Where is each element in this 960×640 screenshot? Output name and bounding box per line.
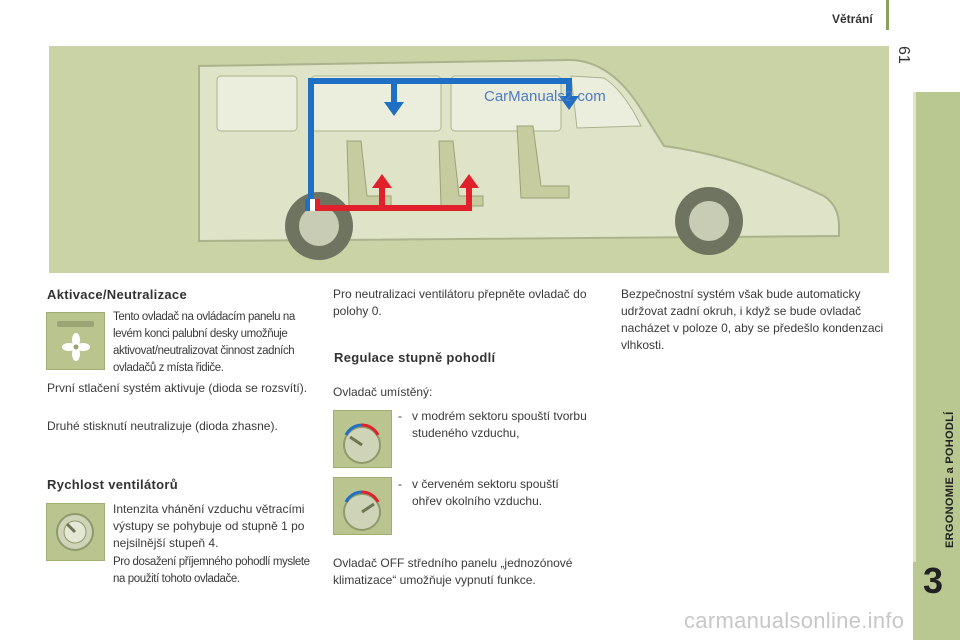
chapter-number: 3 bbox=[922, 560, 944, 601]
chapter-sidebar bbox=[913, 92, 960, 640]
cold-dial-image bbox=[333, 410, 392, 468]
neutralize-fan-text: Pro neutralizaci ventilátoru přepněte ov… bbox=[333, 287, 587, 318]
heading-fan-speed: Rychlost ventilátorů bbox=[47, 477, 178, 492]
temperature-dial-icon bbox=[343, 423, 381, 464]
safety-system-text: Bezpečnostní systém však bude automatick… bbox=[621, 287, 884, 352]
control-position-text: Ovladač umístěný: bbox=[333, 385, 433, 399]
knob-icon bbox=[56, 513, 94, 551]
fan-speed-tip: Pro dosažení příjemného pohodlí myslete … bbox=[113, 556, 310, 585]
seat-front bbox=[516, 125, 570, 199]
cold-air-duct bbox=[308, 78, 572, 204]
van-illustration bbox=[49, 46, 889, 273]
hot-sector-text: v červeném sektoru spouští ohřev okolníh… bbox=[412, 477, 559, 508]
fan-button-image bbox=[46, 312, 105, 370]
fan-icon bbox=[57, 321, 94, 361]
cold-sector-text: v modrém sektoru spouští tvorbu studenéh… bbox=[412, 409, 587, 440]
sidebar-stripe bbox=[913, 92, 916, 562]
hero-watermark: CarManuals2.com bbox=[484, 88, 606, 105]
chapter-label: ERGONOMIE a POHODLÍ bbox=[944, 411, 956, 549]
hot-air-duct bbox=[319, 186, 472, 211]
bullet-marker-2: - bbox=[398, 477, 402, 491]
off-control-text: Ovladač OFF středního panelu „jednozónov… bbox=[333, 556, 573, 587]
activation-first-press: První stlačení systém aktivuje (dioda se… bbox=[47, 381, 308, 395]
page-header-title: Větrání bbox=[832, 12, 873, 26]
temperature-dial-icon bbox=[343, 490, 381, 531]
bullet-marker-1: - bbox=[398, 409, 402, 423]
activation-second-press: Druhé stisknutí neutralizuje (dioda zhas… bbox=[47, 419, 278, 433]
van-ventilation-diagram bbox=[49, 46, 889, 273]
fan-speed-text: Intenzita vhánění vzduchu větracími výst… bbox=[113, 502, 305, 550]
footer-watermark: carmanualsonline.info bbox=[684, 608, 905, 633]
fan-speed-knob-image bbox=[46, 503, 105, 561]
activation-intro-text: Tento ovladač na ovládacím panelu na lev… bbox=[113, 311, 295, 374]
header-divider bbox=[886, 0, 889, 30]
hot-dial-image bbox=[333, 477, 392, 535]
page-number: 61 bbox=[895, 46, 912, 64]
heading-comfort-level: Regulace stupně pohodlí bbox=[334, 350, 496, 365]
heading-activation: Aktivace/Neutralizace bbox=[47, 287, 187, 302]
